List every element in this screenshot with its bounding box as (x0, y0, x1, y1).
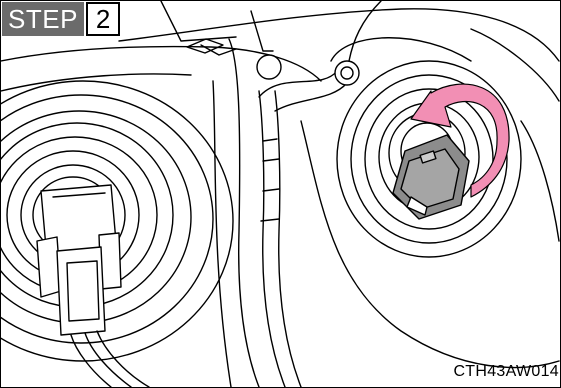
wiring-harness (251, 11, 359, 387)
illustration-code: CTH43AW014 (453, 363, 559, 381)
bulb-connector (393, 135, 469, 219)
step-label: STEP (2, 2, 84, 36)
step-number: 2 (86, 2, 120, 36)
step-badge: STEP 2 (2, 2, 120, 36)
left-bulb-socket (1, 81, 233, 361)
left-connector-plug (37, 185, 149, 387)
